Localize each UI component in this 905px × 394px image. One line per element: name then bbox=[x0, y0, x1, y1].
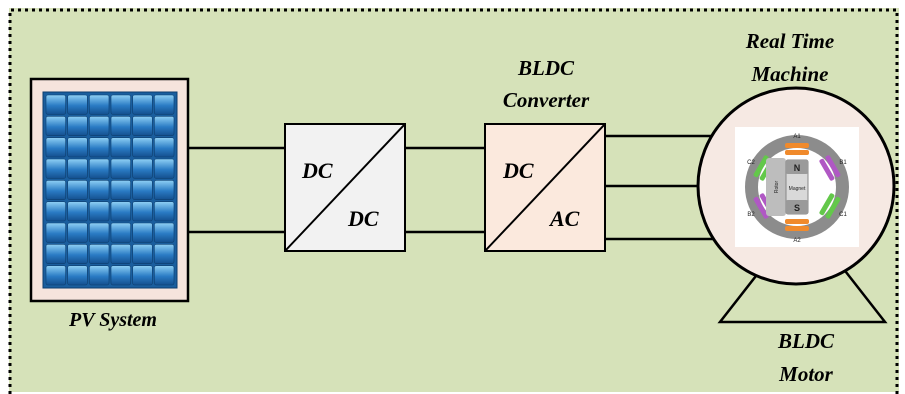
pv-cell bbox=[45, 244, 66, 264]
pv-cell bbox=[67, 137, 88, 158]
pv-cell bbox=[89, 244, 110, 264]
pv-cell bbox=[89, 116, 110, 136]
pv-cell bbox=[132, 222, 153, 243]
rotor-body bbox=[766, 158, 786, 216]
pv-cell bbox=[132, 137, 153, 158]
pv-cell bbox=[89, 158, 110, 179]
coil-b1 bbox=[819, 155, 841, 181]
pv-cell bbox=[154, 137, 175, 158]
pv-cell bbox=[154, 180, 175, 200]
pv-cells bbox=[45, 94, 175, 286]
coil-label-c1: C1 bbox=[839, 212, 847, 218]
pv-cell bbox=[89, 180, 110, 200]
bldc-motor-label-line1: BLDC bbox=[777, 329, 835, 353]
dcdc-diagonal bbox=[284, 123, 406, 252]
pv-cell bbox=[132, 265, 153, 286]
pv-cell bbox=[132, 244, 153, 264]
magnet-north-label: N bbox=[794, 163, 801, 173]
real-time-machine-line1: Real Time bbox=[745, 29, 834, 53]
pv-cell bbox=[89, 137, 110, 158]
pv-cell bbox=[132, 116, 153, 136]
pv-cell bbox=[67, 265, 88, 286]
coil-label-a1: A1 bbox=[793, 134, 801, 140]
pv-cell bbox=[110, 137, 131, 158]
pv-cell bbox=[45, 116, 66, 136]
pv-cell bbox=[154, 222, 175, 243]
pv-cell bbox=[110, 265, 131, 286]
pv-cell bbox=[67, 222, 88, 243]
pv-cell bbox=[45, 137, 66, 158]
pv-cell bbox=[110, 158, 131, 179]
pv-cell bbox=[67, 94, 88, 115]
dcdc-converter: DC DC bbox=[284, 123, 406, 252]
dcac-diagonal bbox=[484, 123, 606, 252]
magnet-south-label: S bbox=[794, 203, 800, 213]
pv-cell bbox=[67, 158, 88, 179]
magnet-label: Magnet bbox=[789, 186, 806, 192]
rotor-label: Rotor bbox=[774, 181, 780, 194]
pv-cell bbox=[110, 244, 131, 264]
bldc-converter-title-line1: BLDC bbox=[517, 56, 575, 80]
pv-cell bbox=[110, 116, 131, 136]
pv-cell bbox=[154, 244, 175, 264]
pv-cell bbox=[110, 180, 131, 200]
magnet-north bbox=[786, 160, 808, 174]
pv-cell bbox=[154, 116, 175, 136]
pv-cell bbox=[110, 201, 131, 222]
wires bbox=[186, 134, 713, 241]
pv-cell bbox=[89, 201, 110, 222]
coil-a1-2 bbox=[785, 150, 809, 155]
pv-cell bbox=[67, 201, 88, 222]
coil-label-b1: B1 bbox=[839, 160, 847, 166]
dotted-border bbox=[8, 8, 899, 394]
pv-cell bbox=[89, 265, 110, 286]
dcdc-output-label: DC bbox=[347, 206, 379, 231]
pv-cell bbox=[110, 222, 131, 243]
pv-cell bbox=[132, 201, 153, 222]
pv-cell bbox=[67, 180, 88, 200]
pv-cell bbox=[154, 158, 175, 179]
pv-cell bbox=[89, 94, 110, 115]
pv-cell bbox=[45, 201, 66, 222]
pv-cell bbox=[45, 222, 66, 243]
bldc-converter-title-line2: Converter bbox=[503, 88, 590, 112]
pv-system-label: PV System bbox=[68, 309, 157, 331]
pv-cell bbox=[45, 158, 66, 179]
bldc-motor: N S Magnet Rotor A1 B1 C1 A2 B2 C2 bbox=[696, 86, 896, 324]
pv-cell bbox=[132, 94, 153, 115]
dcac-input-label: DC bbox=[502, 158, 534, 183]
coil-label-c2: C2 bbox=[747, 160, 755, 166]
pv-cell bbox=[132, 158, 153, 179]
pv-cell bbox=[45, 180, 66, 200]
bldc-motor-label-line2: Motor bbox=[778, 362, 834, 386]
pv-cell bbox=[154, 94, 175, 115]
pv-cell bbox=[89, 222, 110, 243]
pv-cell bbox=[67, 116, 88, 136]
pv-cell bbox=[154, 201, 175, 222]
pv-cell bbox=[45, 94, 66, 115]
dcdc-input-label: DC bbox=[301, 158, 333, 183]
pv-cell bbox=[132, 180, 153, 200]
pv-cell bbox=[154, 265, 175, 286]
pv-cell bbox=[110, 94, 131, 115]
real-time-machine-line2: Machine bbox=[750, 62, 828, 86]
coil-label-a2: A2 bbox=[793, 238, 801, 244]
pv-cell bbox=[67, 244, 88, 264]
pv-cell bbox=[45, 265, 66, 286]
coil-a2-2 bbox=[785, 226, 809, 231]
coil-label-b2: B2 bbox=[747, 212, 755, 218]
coil-a1 bbox=[785, 143, 809, 148]
dcac-output-label: AC bbox=[548, 206, 580, 231]
coil-a2 bbox=[785, 219, 809, 224]
pv-system bbox=[29, 77, 190, 303]
dcac-converter: DC AC bbox=[484, 123, 606, 252]
coil-c1 bbox=[819, 193, 841, 219]
magnet-south bbox=[786, 200, 808, 214]
